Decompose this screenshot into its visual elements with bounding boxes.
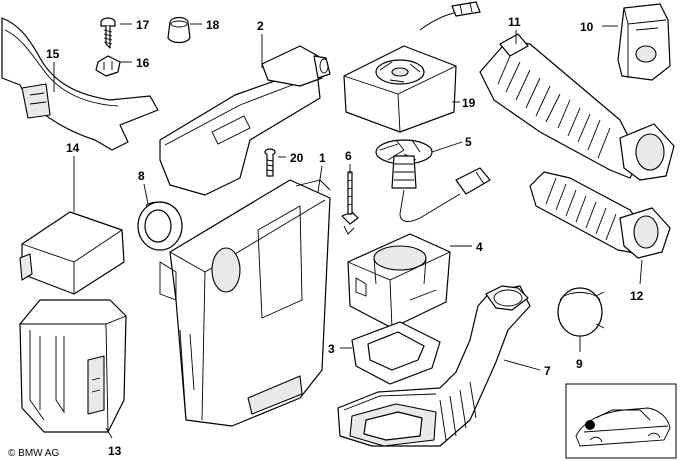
part-10-mounting-bracket — [617, 3, 671, 81]
part-6-screw — [341, 171, 359, 235]
callout-1: 1 — [319, 151, 326, 165]
leader-lines — [53, 23, 643, 439]
part-15-cable-harness — [1, 17, 159, 151]
callout-19: 19 — [462, 96, 476, 110]
callout-3: 3 — [328, 342, 335, 356]
callout-4: 4 — [476, 240, 483, 254]
callout-8: 8 — [138, 169, 145, 183]
part-11-corrugated-hose — [479, 33, 675, 181]
callout-labels: 17 16 18 2 15 14 8 20 1 6 19 5 4 3 7 9 1… — [8, 15, 644, 459]
part-13-lower-housing — [19, 299, 127, 433]
vehicle-locator-inset — [565, 383, 677, 459]
part-3-gasket — [351, 321, 441, 385]
part-16-clip-nut — [95, 55, 121, 77]
callout-13: 13 — [108, 444, 122, 458]
callout-18: 18 — [206, 18, 220, 32]
callout-6: 6 — [345, 149, 352, 163]
part-4-fan-housing — [347, 233, 451, 329]
part-2-blower-housing-cover — [159, 45, 331, 196]
callout-2: 2 — [257, 19, 264, 33]
callout-16: 16 — [136, 56, 150, 70]
part-5-fan-motor — [375, 139, 491, 222]
part-19-blower-unit — [343, 1, 481, 133]
callout-10: 10 — [580, 20, 594, 34]
part-12-corrugated-hose — [529, 171, 671, 259]
callout-14: 14 — [66, 141, 80, 155]
part-18-grommet — [167, 16, 191, 44]
copyright-notice: © BMW AG — [8, 448, 59, 459]
part-9-cap — [557, 287, 605, 337]
part-7-air-duct — [337, 285, 531, 447]
part-1-main-housing — [159, 179, 331, 427]
callout-17: 17 — [136, 18, 150, 32]
callout-5: 5 — [465, 135, 472, 149]
part-14-cover-lid — [19, 211, 125, 295]
callout-9: 9 — [576, 357, 583, 371]
part-8-sealing-ring — [137, 201, 183, 251]
part-20-screw — [264, 148, 276, 177]
callout-15: 15 — [46, 47, 60, 61]
callout-7: 7 — [544, 364, 551, 378]
callout-11: 11 — [508, 15, 521, 29]
callout-12: 12 — [630, 289, 644, 303]
callout-20: 20 — [290, 151, 304, 165]
part-17-screw — [100, 17, 116, 49]
